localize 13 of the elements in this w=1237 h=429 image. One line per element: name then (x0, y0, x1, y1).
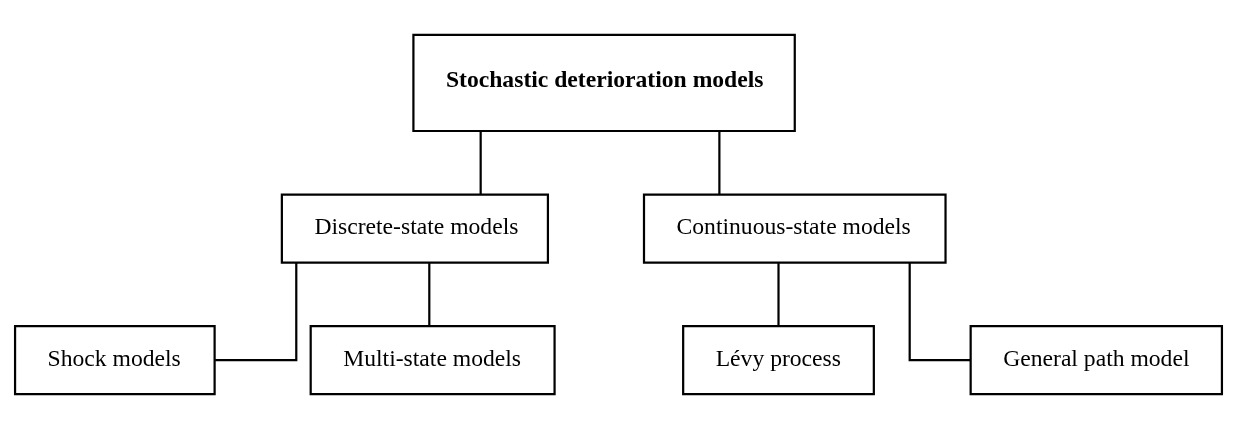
node-box: Continuous-state models (642, 193, 947, 264)
node-box: Shock models (13, 325, 216, 396)
node-box: Multi-state models (309, 325, 556, 396)
connector (777, 263, 780, 326)
connector (718, 131, 721, 195)
node-box: General path model (969, 325, 1224, 396)
node-box: Stochastic deterioration models (412, 33, 796, 133)
node-box: Discrete-state models (280, 193, 550, 264)
connector (479, 131, 482, 195)
node-box: Lévy process (682, 325, 875, 396)
connector (908, 263, 971, 362)
connector (428, 263, 431, 326)
connector (215, 263, 298, 362)
